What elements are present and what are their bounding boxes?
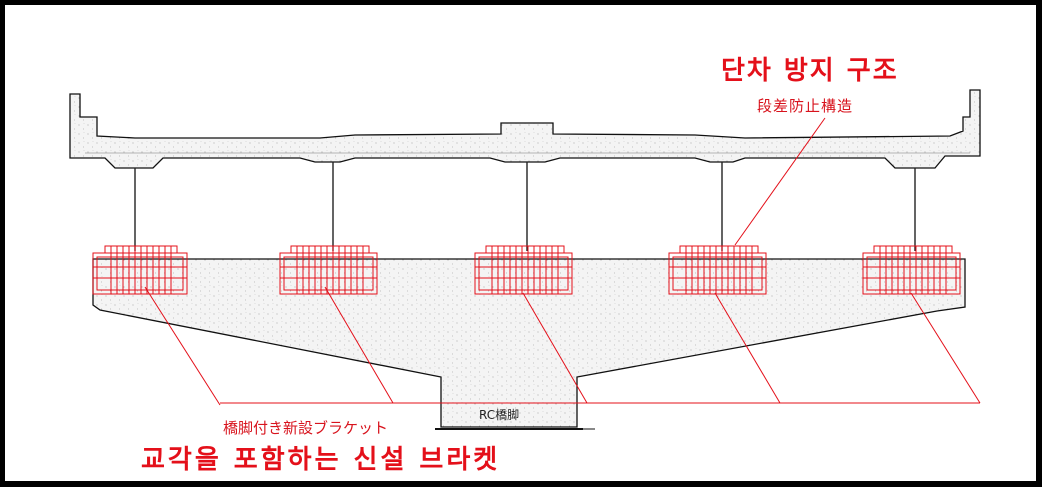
leader-bracket-4 [714, 292, 781, 404]
device-4 [668, 245, 767, 295]
bracket-label-japanese: 橋脚付き新設ブラケット [223, 419, 389, 437]
device-1 [92, 245, 188, 295]
leader-bracket-2 [324, 286, 394, 404]
step-prevention-devices [92, 245, 961, 295]
device-3 [474, 245, 573, 295]
pier-cap-bracket [92, 258, 966, 428]
title-korean: 단차 방지 구조 [721, 56, 899, 86]
deck-slab [69, 89, 981, 169]
pier-label: RC橋脚 [479, 408, 520, 422]
device-2 [279, 245, 378, 295]
columns [134, 162, 916, 251]
title-japanese: 段差防止構造 [757, 97, 854, 115]
bridge-cross-section [69, 89, 981, 430]
leader-bracket-5 [910, 292, 981, 404]
leader-top [734, 117, 826, 246]
leader-bracket-3 [522, 292, 588, 404]
leader-bracket-1 [144, 286, 221, 406]
device-5 [862, 245, 961, 295]
bracket-label-korean: 교각을 포함하는 신설 브라켓 [141, 445, 501, 475]
leader-lines [144, 117, 981, 406]
